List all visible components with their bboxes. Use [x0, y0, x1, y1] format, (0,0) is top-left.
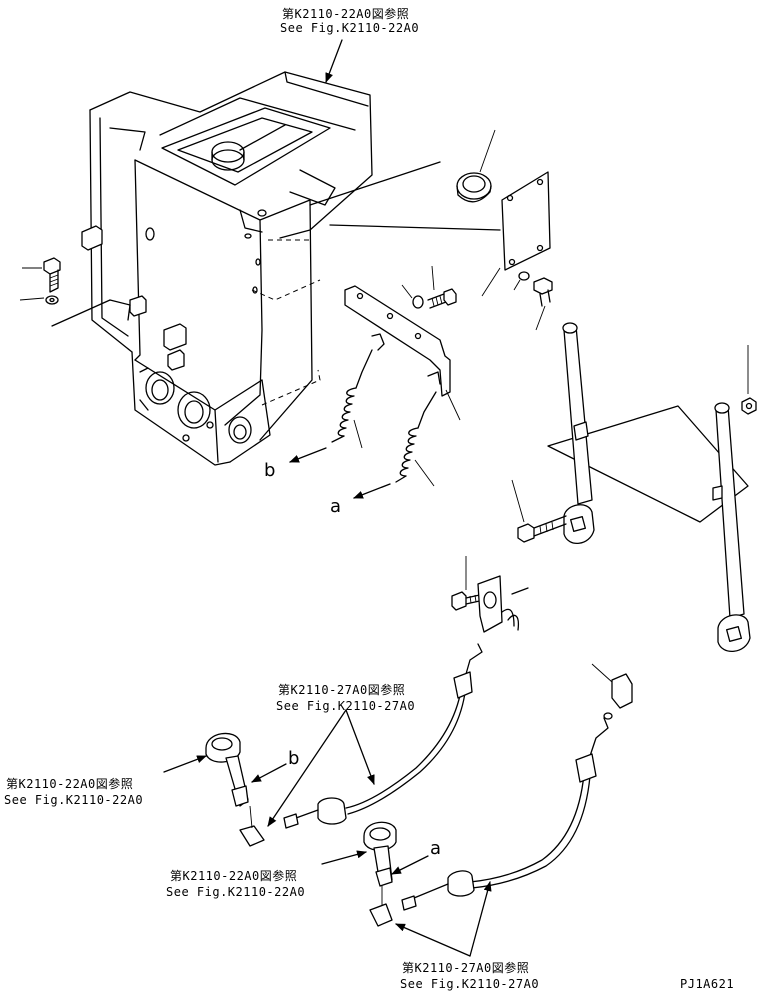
left-ref-jp: 第K2110-22A0図参照 [6, 776, 133, 791]
marker-b-lower: b [288, 748, 299, 769]
lowmid-ref-leader [321, 850, 367, 865]
mid-ref-en: See Fig.K2110-27A0 [276, 699, 415, 713]
bottom-ref-en: See Fig.K2110-27A0 [400, 977, 539, 991]
bottom-ref-jp: 第K2110-27A0図参照 [402, 960, 529, 975]
bottom-ref-leader-1 [395, 923, 471, 957]
lever-assembly [511, 322, 757, 652]
bottom-ref-leader-2 [469, 881, 492, 957]
arrow-a-lower [391, 855, 429, 875]
spring-b [331, 349, 373, 449]
lowmid-ref-jp: 第K2110-22A0図参照 [170, 868, 297, 883]
lever-arm-center [363, 821, 397, 927]
console-housing [81, 71, 373, 466]
spring-a [395, 391, 437, 487]
cable-clamp-right [591, 663, 633, 709]
control-cable-1 [283, 643, 483, 829]
plug-and-cover [309, 129, 551, 297]
marker-b-upper: b [264, 460, 275, 481]
drawing-code: PJ1A621 [680, 977, 734, 991]
marker-a-upper: a [330, 496, 341, 517]
marker-a-lower: a [430, 838, 441, 859]
arrow-b-lower [251, 763, 287, 783]
control-cable-2 [401, 712, 613, 911]
mid-ref-leader-2 [345, 709, 375, 785]
mid-ref-leader-1 [267, 709, 347, 827]
spring-bracket [344, 285, 461, 421]
lever-arm-left [205, 732, 265, 847]
arrow-a-upper [353, 483, 391, 499]
mid-ref-jp: 第K2110-27A0図参照 [278, 682, 405, 697]
top-ref-en: See Fig.K2110-22A0 [280, 21, 419, 35]
bolt-washer-right [513, 271, 553, 331]
top-ref-jp: 第K2110-22A0図参照 [282, 6, 409, 21]
bolt-washer-center [401, 265, 457, 309]
top-ref-leader [325, 39, 343, 83]
cable-clamp-upper [451, 556, 529, 633]
left-ref-leader [163, 755, 207, 773]
left-ref-en: See Fig.K2110-22A0 [4, 793, 143, 807]
lowmid-ref-en: See Fig.K2110-22A0 [166, 885, 305, 899]
bolt-washer-left [19, 257, 111, 327]
arrow-b-upper [289, 447, 327, 463]
